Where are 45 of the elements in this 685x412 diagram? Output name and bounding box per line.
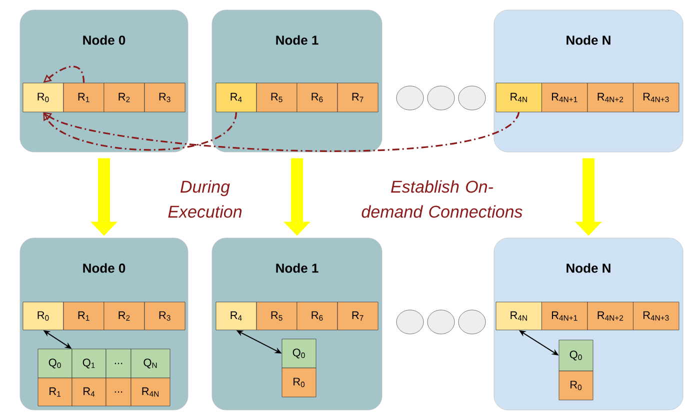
register-cell: R$_{4N+3}$ — [633, 82, 680, 112]
register-cell: Q$_{1}$ — [72, 348, 106, 378]
register-cell: Q$_{0}$ — [282, 338, 316, 368]
annotation-text: Establish On-demand Connections — [362, 180, 522, 218]
register-cell: R$_{4N+2}$ — [587, 302, 634, 330]
register-cell: R$_{4N+1}$ — [542, 82, 588, 112]
register-cell: R$_{4N+3}$ — [633, 302, 680, 330]
register-cell: R$_{5}$ — [256, 82, 298, 112]
register-cell: R$_{4N+2}$ — [587, 82, 634, 112]
register-cell: R$_{6}$ — [296, 82, 338, 112]
register-cell: Q$_{0}$ — [38, 348, 72, 378]
register-cell: R$_{7}$ — [337, 82, 378, 112]
ellipsis-circle — [396, 310, 424, 334]
ellipsis-circle — [458, 86, 486, 110]
register-cell: R$_{1}$ — [38, 378, 72, 406]
register-cell: R$_{1}$ — [63, 302, 104, 330]
register-cell: R$_{4N}$ — [496, 82, 542, 112]
register-cell: R$_{4}$ — [216, 302, 257, 330]
ellipsis-circle — [427, 310, 455, 334]
register-cell: R$_{0}$ — [22, 82, 64, 112]
register-cell: R$_{3}$ — [144, 82, 186, 112]
register-cell: Q$_{N}$ — [130, 348, 170, 378]
register-cell: R$_{6}$ — [296, 302, 338, 330]
register-cell: ... — [106, 348, 132, 378]
register-cell: R$_{0}$ — [558, 370, 594, 400]
register-cell: R$_{2}$ — [104, 302, 145, 330]
register-cell: ... — [106, 378, 132, 406]
register-cell: R$_{0}$ — [22, 302, 64, 330]
register-cell: R$_{4}$ — [72, 378, 106, 406]
ellipsis-circle — [458, 310, 486, 334]
register-cell: R$_{1}$ — [63, 82, 104, 112]
ellipsis-circle — [427, 86, 455, 110]
dash-dot-arrow — [43, 112, 237, 151]
ellipsis-circle — [396, 86, 424, 110]
register-cell: R$_{4N}$ — [496, 302, 542, 330]
register-cell: R$_{4N+1}$ — [542, 302, 588, 330]
register-cell: R$_{3}$ — [144, 302, 186, 330]
register-cell: R$_{4}$ — [216, 82, 257, 112]
register-cell: R$_{2}$ — [104, 82, 145, 112]
register-cell: R$_{5}$ — [256, 302, 298, 330]
annotation-text: During Execution — [168, 180, 242, 218]
register-cell: R$_{4N}$ — [130, 378, 170, 406]
register-cell: R$_{7}$ — [337, 302, 378, 330]
register-cell: Q$_{0}$ — [558, 340, 594, 372]
register-cell: R$_{0}$ — [282, 368, 316, 398]
